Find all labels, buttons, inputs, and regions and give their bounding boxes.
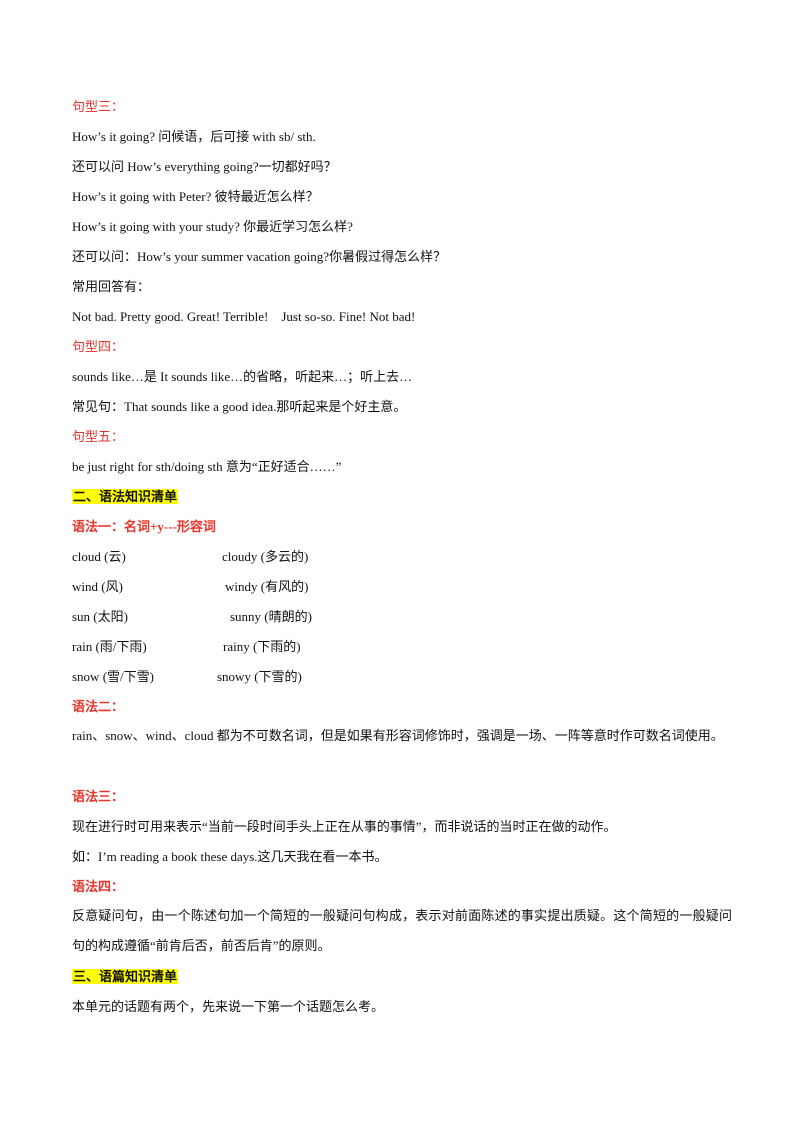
pattern5-heading: 句型五：: [72, 429, 125, 444]
grammar2-heading: 语法二：: [72, 699, 125, 714]
pattern4-line-1: sounds like…是 It sounds like…的省略，听起来…；听上…: [72, 369, 413, 384]
word-noun: sun (太阳): [72, 609, 128, 624]
word-adjective: cloudy (多云的): [222, 549, 309, 564]
text-section-heading: 三、语篇知识清单: [72, 968, 179, 986]
word-row: sun (太阳) sunny (晴朗的): [72, 608, 312, 626]
word-adjective: windy (有风的): [225, 579, 309, 594]
grammar4-heading: 语法四：: [72, 879, 125, 894]
text-section-line: 本单元的话题有两个，先来说一下第一个话题怎么考。: [72, 999, 385, 1014]
pattern3-line-6: 常用回答有：: [72, 279, 151, 294]
word-adjective: sunny (晴朗的): [230, 609, 312, 624]
word-row: wind (风) windy (有风的): [72, 578, 308, 596]
word-noun: cloud (云): [72, 549, 126, 564]
pattern3-line-5: 还可以问：How’s your summer vacation going?你暑…: [72, 249, 447, 264]
pattern3-line-1: How’s it going? 问候语，后可接 with sb/ sth.: [72, 129, 316, 144]
word-noun: rain (雨/下雨): [72, 639, 147, 654]
word-noun: wind (风): [72, 579, 123, 594]
grammar3-line-2: 如：I’m reading a book these days.这几天我在看一本…: [72, 849, 388, 864]
grammar-section-heading-text: 二、语法知识清单: [72, 489, 179, 504]
grammar-section-heading: 二、语法知识清单: [72, 488, 179, 506]
word-adjective: rainy (下雨的): [223, 639, 301, 654]
word-row: rain (雨/下雨) rainy (下雨的): [72, 638, 301, 656]
pattern4-heading: 句型四：: [72, 339, 125, 354]
word-noun: snow (雪/下雪): [72, 669, 154, 684]
pattern3-line-2: 还可以问 How’s everything going?一切都好吗？: [72, 159, 337, 174]
word-row: cloud (云) cloudy (多云的): [72, 548, 308, 566]
pattern4-line-2: 常见句：That sounds like a good idea.那听起来是个好…: [72, 399, 407, 414]
grammar4-text: 反意疑问句，由一个陈述句加一个简短的一般疑问句构成，表示对前面陈述的事实提出质疑…: [72, 908, 732, 953]
grammar3-line-1: 现在进行时可用来表示“当前一段时间手头上正在从事的事情”，而非说话的当时正在做的…: [72, 819, 617, 834]
word-adjective: snowy (下雪的): [217, 669, 302, 684]
pattern3-heading: 句型三：: [72, 99, 125, 114]
pattern3-line-4: How’s it going with your study? 你最近学习怎么样…: [72, 219, 353, 234]
grammar1-heading: 语法一：名词+y---形容词: [72, 519, 216, 534]
pattern5-line-1: be just right for sth/doing sth 意为“正好适合……: [72, 459, 342, 474]
grammar3-heading: 语法三：: [72, 789, 125, 804]
grammar2-text: rain、snow、wind、cloud 都为不可数名词，但是如果有形容词修饰时…: [72, 728, 724, 743]
word-row: snow (雪/下雪) snowy (下雪的): [72, 668, 302, 686]
pattern3-line-7: Not bad. Pretty good. Great! Terrible! J…: [72, 309, 416, 324]
text-section-heading-text: 三、语篇知识清单: [72, 969, 179, 984]
pattern3-line-3: How’s it going with Peter? 彼特最近怎么样？: [72, 189, 319, 204]
